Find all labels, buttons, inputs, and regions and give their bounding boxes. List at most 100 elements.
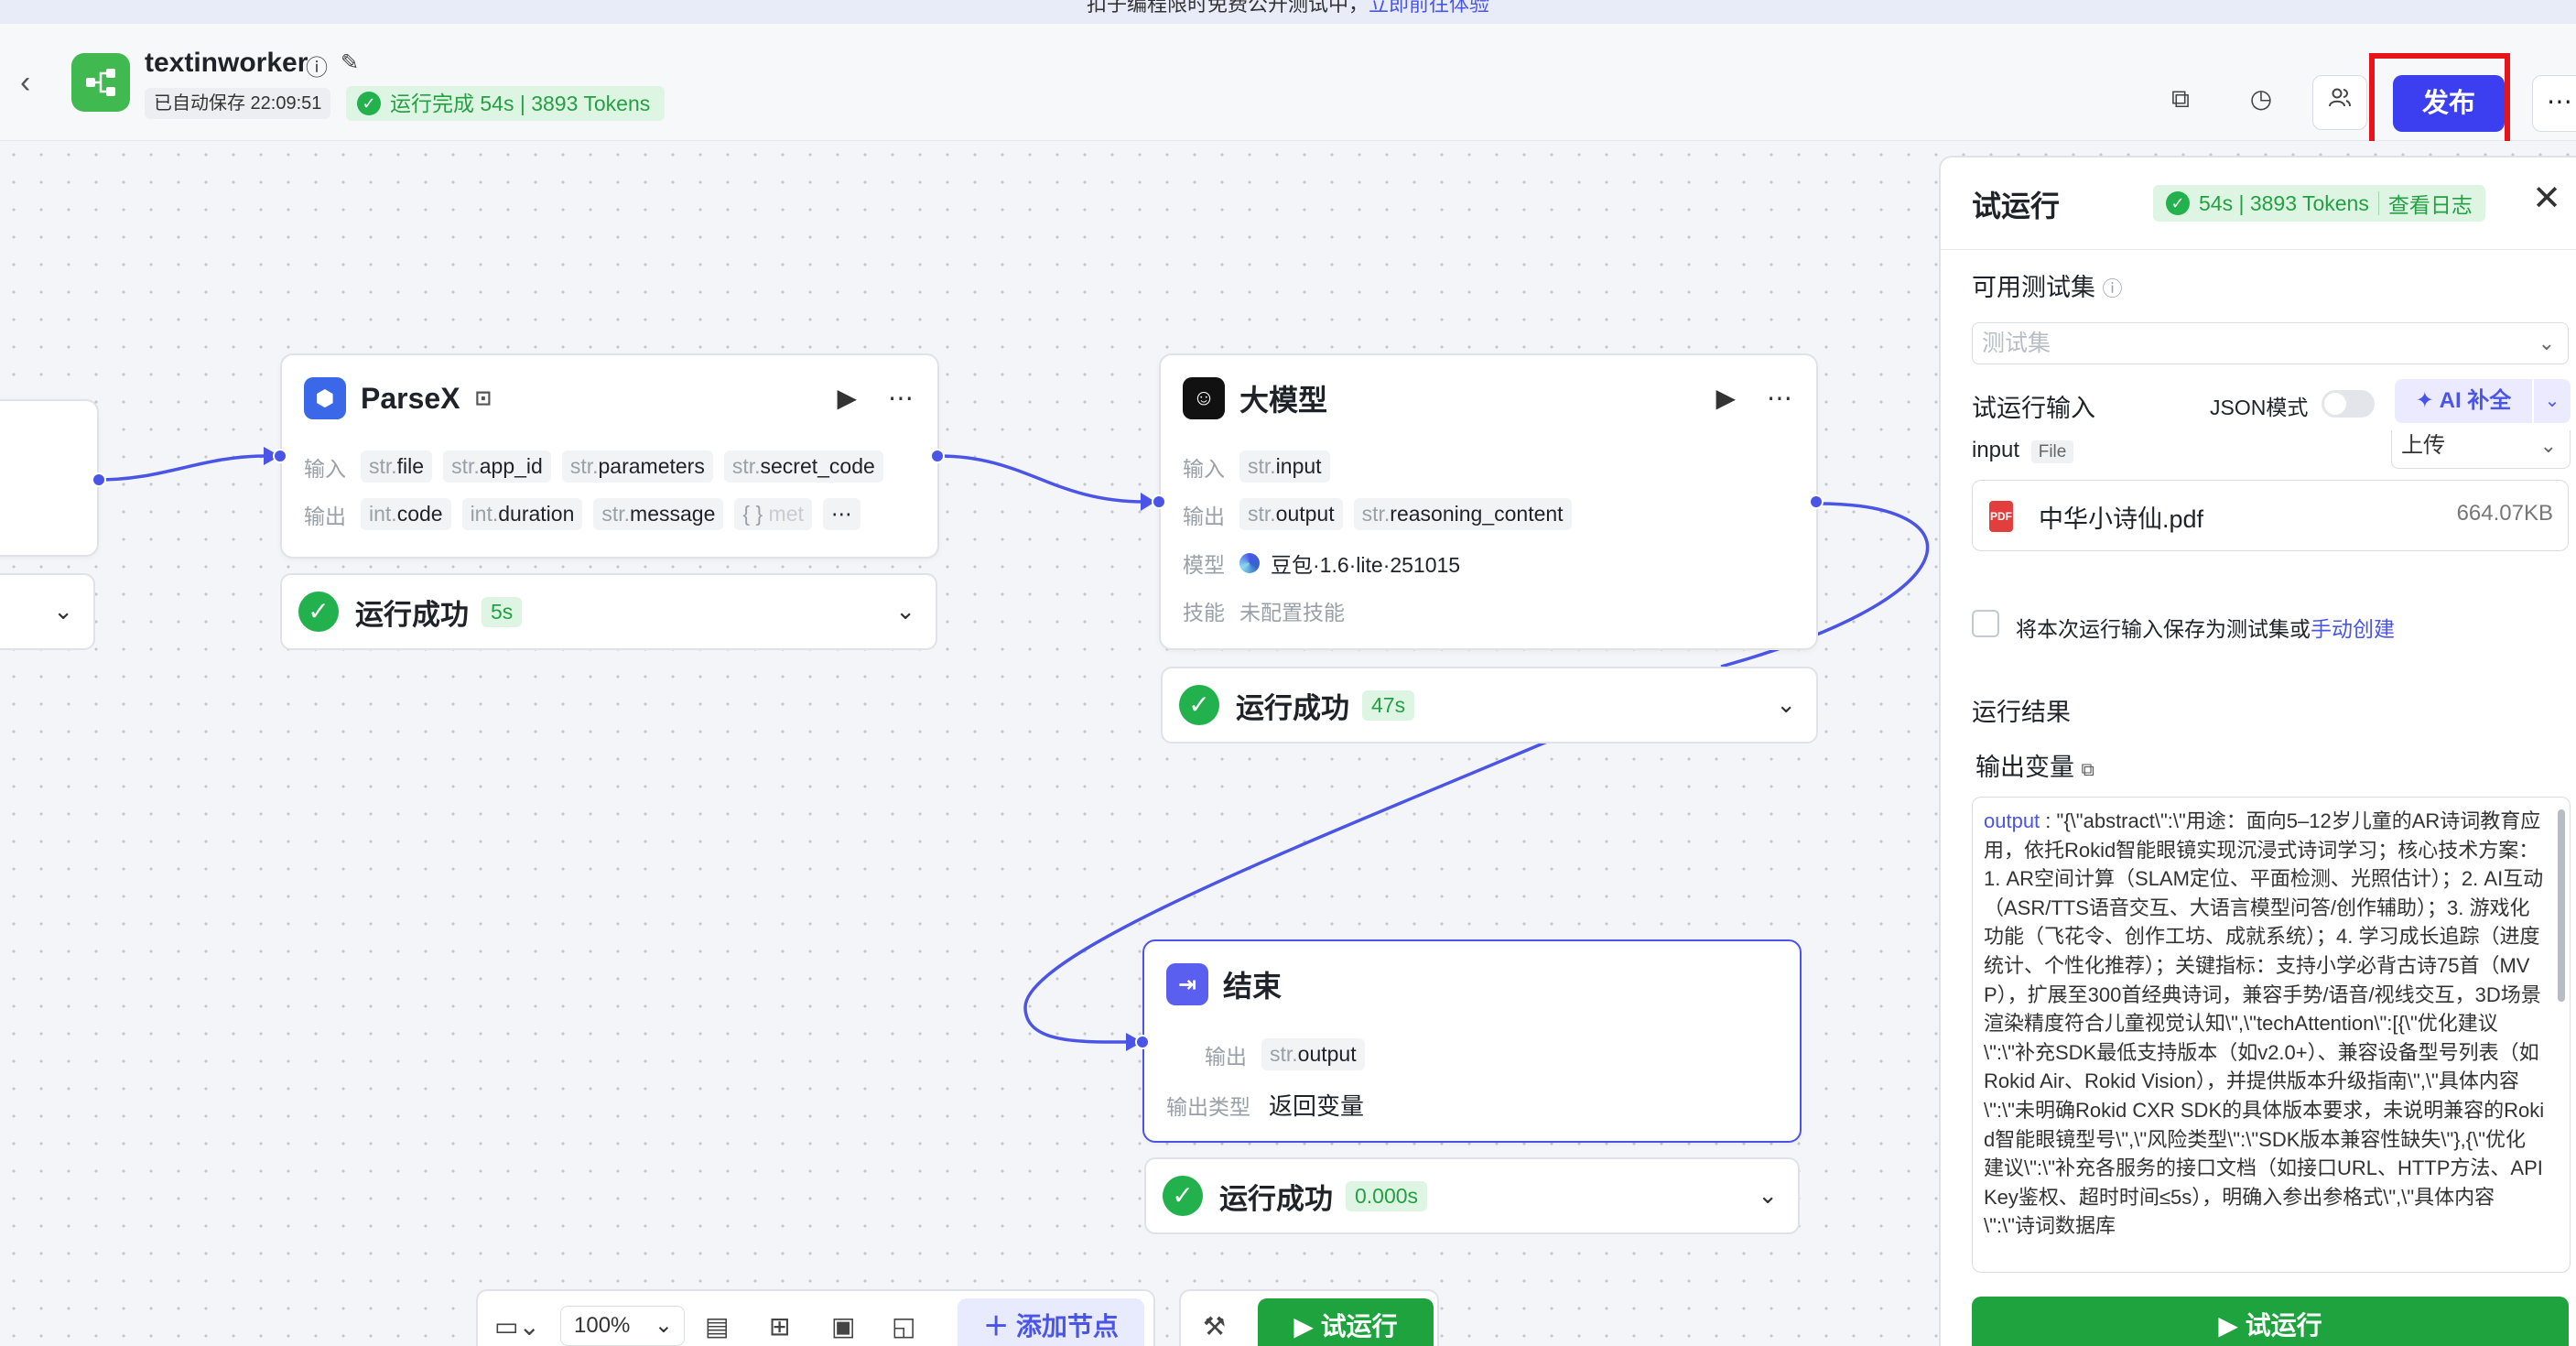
file-name: 中华小诗仙.pdf — [2039, 505, 2204, 533]
param-tag: str.file — [361, 450, 433, 483]
parsex-node[interactable]: ⬢ ParseX ⊡ ▶ ⋯ 输入 str.file str.app_id st… — [280, 353, 939, 559]
llm-status[interactable]: ✓ 运行成功 47s ⌄ — [1161, 667, 1818, 744]
back-button[interactable]: ‹ — [20, 65, 31, 100]
start-node-status[interactable]: ⌄ — [0, 573, 95, 650]
node-more-icon[interactable]: ⋯ — [1767, 384, 1792, 412]
layout-icon[interactable]: ⊞ — [769, 1312, 791, 1341]
llm-model-row: 模型 豆包·1.6·lite·251015 — [1183, 548, 1460, 579]
parsex-output-port[interactable] — [930, 449, 945, 463]
info-icon[interactable]: ⓘ — [306, 56, 328, 81]
skill-label: 技能 — [1183, 601, 1225, 624]
status-label: 运行成功 — [355, 598, 469, 631]
model-label: 模型 — [1183, 553, 1225, 577]
llm-node-icon: ☺ — [1183, 377, 1225, 419]
run-node-icon[interactable]: ▶ — [837, 384, 857, 412]
llm-node-title: 大模型 — [1239, 384, 1328, 417]
save-testset-checkbox[interactable] — [1972, 610, 1999, 637]
ai-fill-label: AI 补全 — [2439, 388, 2512, 413]
llm-input-port[interactable] — [1152, 494, 1166, 509]
panel-test-run-button[interactable]: ▶ 试运行 — [1972, 1297, 2569, 1346]
parsex-node-icon: ⬢ — [304, 377, 346, 419]
image-icon[interactable]: ▣ — [831, 1312, 856, 1341]
more-options-button[interactable]: ⋯ — [2532, 75, 2576, 132]
test-run-panel: 试运行 ✓ 54s | 3893 Tokens 查看日志 ✕ 可用测试集 ⓘ 测… — [1939, 156, 2576, 1346]
llm-node[interactable]: ☺ 大模型 ▶ ⋯ 输入 str.input 输出 str.output str… — [1159, 353, 1818, 650]
view-log-link[interactable]: 查看日志 — [2387, 193, 2473, 217]
output-value: "{\"abstract\":\"用途：面向5–12岁儿童的AR诗词教育应用，依… — [1984, 809, 2545, 1238]
input-label: 输入 — [304, 456, 346, 481]
chevron-down-icon[interactable]: ⌄ — [1776, 690, 1796, 718]
comment-icon[interactable]: ▤ — [705, 1312, 730, 1341]
testset-select[interactable]: 测试集 ⌄ — [1972, 322, 2569, 364]
output-type-label: 输出类型 — [1166, 1094, 1250, 1119]
collaborators-icon[interactable] — [2312, 75, 2367, 130]
chevron-down-icon[interactable]: ⌄ — [895, 597, 915, 624]
run-toolbar: ⚒ ▶ 试运行 — [1179, 1289, 1439, 1346]
history-icon[interactable]: ◷ — [2249, 84, 2273, 113]
success-check-icon: ✓ — [2166, 191, 2190, 215]
output-scrollbar[interactable] — [2558, 809, 2565, 1002]
param-tag: str.output — [1261, 1038, 1365, 1070]
end-node[interactable]: ⇥ 结束 输出 str.output 输出类型 返回变量 — [1142, 939, 1802, 1143]
testset-placeholder: 测试集 — [1982, 331, 2051, 356]
publish-button[interactable]: 发布 — [2393, 75, 2505, 132]
uploaded-file-card[interactable]: PDF 中华小诗仙.pdf 664.07KB — [1972, 480, 2569, 551]
manual-create-link[interactable]: 手动创建 — [2311, 617, 2395, 641]
end-input-port[interactable] — [1135, 1035, 1150, 1049]
run-node-icon[interactable]: ▶ — [1716, 384, 1736, 412]
close-icon[interactable]: ✕ — [2532, 179, 2561, 218]
divider — [1941, 249, 2576, 250]
time-badge: 47s — [1362, 689, 1415, 721]
banner-link[interactable]: 立即前往体验 — [1369, 0, 1490, 16]
start-node[interactable] — [0, 399, 99, 557]
param-tag-faded: { } met — [734, 498, 812, 530]
zoom-value: 100% — [574, 1313, 631, 1338]
file-size: 664.07KB — [2456, 501, 2553, 526]
run-result-label: 运行结果 — [1972, 699, 2071, 726]
output-value-box[interactable]: output : "{\"abstract\":\"用途：面向5–12岁儿童的A… — [1972, 797, 2571, 1273]
panel-run-status: ✓ 54s | 3893 Tokens 查看日志 — [2153, 185, 2485, 222]
add-node-button[interactable]: ＋ 添加节点 — [958, 1298, 1144, 1346]
doubao-icon — [1239, 553, 1260, 573]
test-run-button[interactable]: ▶ 试运行 — [1258, 1298, 1434, 1346]
upload-label: 上传 — [2401, 433, 2445, 458]
success-check-icon: ✓ — [357, 92, 381, 115]
end-status[interactable]: ✓ 运行成功 0.000s ⌄ — [1144, 1157, 1800, 1234]
start-node-output-port[interactable] — [92, 472, 106, 487]
param-tag: str.output — [1239, 498, 1343, 530]
llm-output-row: 输出 str.output str.reasoning_content — [1183, 498, 1572, 530]
json-mode-toggle[interactable] — [2322, 390, 2375, 418]
ai-fill-dropdown[interactable]: ⌄ — [2534, 379, 2571, 423]
minimap-icon[interactable]: ▭⌄ — [494, 1312, 540, 1341]
zoom-select[interactable]: 100%⌄ — [560, 1306, 685, 1346]
canvas-toolbar: ▭⌄ 100%⌄ ▤ ⊞ ▣ ◱ ＋ 添加节点 — [476, 1289, 1155, 1346]
param-tag: str.input — [1239, 450, 1330, 483]
chevron-down-icon[interactable]: ⌄ — [53, 597, 73, 624]
edit-icon[interactable]: ✎ — [341, 50, 360, 75]
more-tags-button[interactable]: ⋯ — [822, 498, 860, 530]
debug-tool-icon[interactable]: ⚒ — [1203, 1312, 1227, 1341]
parsex-output-row: 输出 int.code int.duration str.message { }… — [304, 498, 860, 530]
chevron-down-icon: ⌄ — [2539, 434, 2557, 457]
ai-fill-button[interactable]: ✦ AI 补全 — [2395, 379, 2532, 423]
panel-status-time: 54s | 3893 Tokens — [2199, 190, 2369, 215]
panel-title: 试运行 — [1972, 190, 2061, 223]
output-label: 输出 — [1205, 1044, 1247, 1069]
end-node-icon: ⇥ — [1166, 963, 1208, 1005]
parsex-input-port[interactable] — [273, 449, 287, 463]
success-check-icon: ✓ — [1179, 685, 1219, 725]
node-more-icon[interactable]: ⋯ — [888, 384, 914, 412]
end-output-row: 输出 str.output — [1205, 1038, 1365, 1070]
upload-select[interactable]: 上传 ⌄ — [2391, 430, 2571, 469]
fit-view-icon[interactable]: ◱ — [892, 1312, 916, 1341]
save-testset-text: 将本次运行输入保存为测试集或手动创建 — [2016, 617, 2395, 641]
success-check-icon: ✓ — [298, 592, 339, 632]
copy-icon[interactable]: ⧉ — [2171, 84, 2190, 113]
llm-output-port[interactable] — [1809, 494, 1824, 509]
copy-icon[interactable]: ⧉ — [2081, 760, 2094, 780]
run-input-label: 试运行输入 — [1972, 395, 2095, 422]
input-param-label: input File — [1972, 438, 2074, 463]
chevron-down-icon[interactable]: ⌄ — [1758, 1181, 1778, 1209]
parsex-status[interactable]: ✓ 运行成功 5s ⌄ — [280, 573, 937, 650]
info-icon[interactable]: ⓘ — [2102, 277, 2123, 300]
